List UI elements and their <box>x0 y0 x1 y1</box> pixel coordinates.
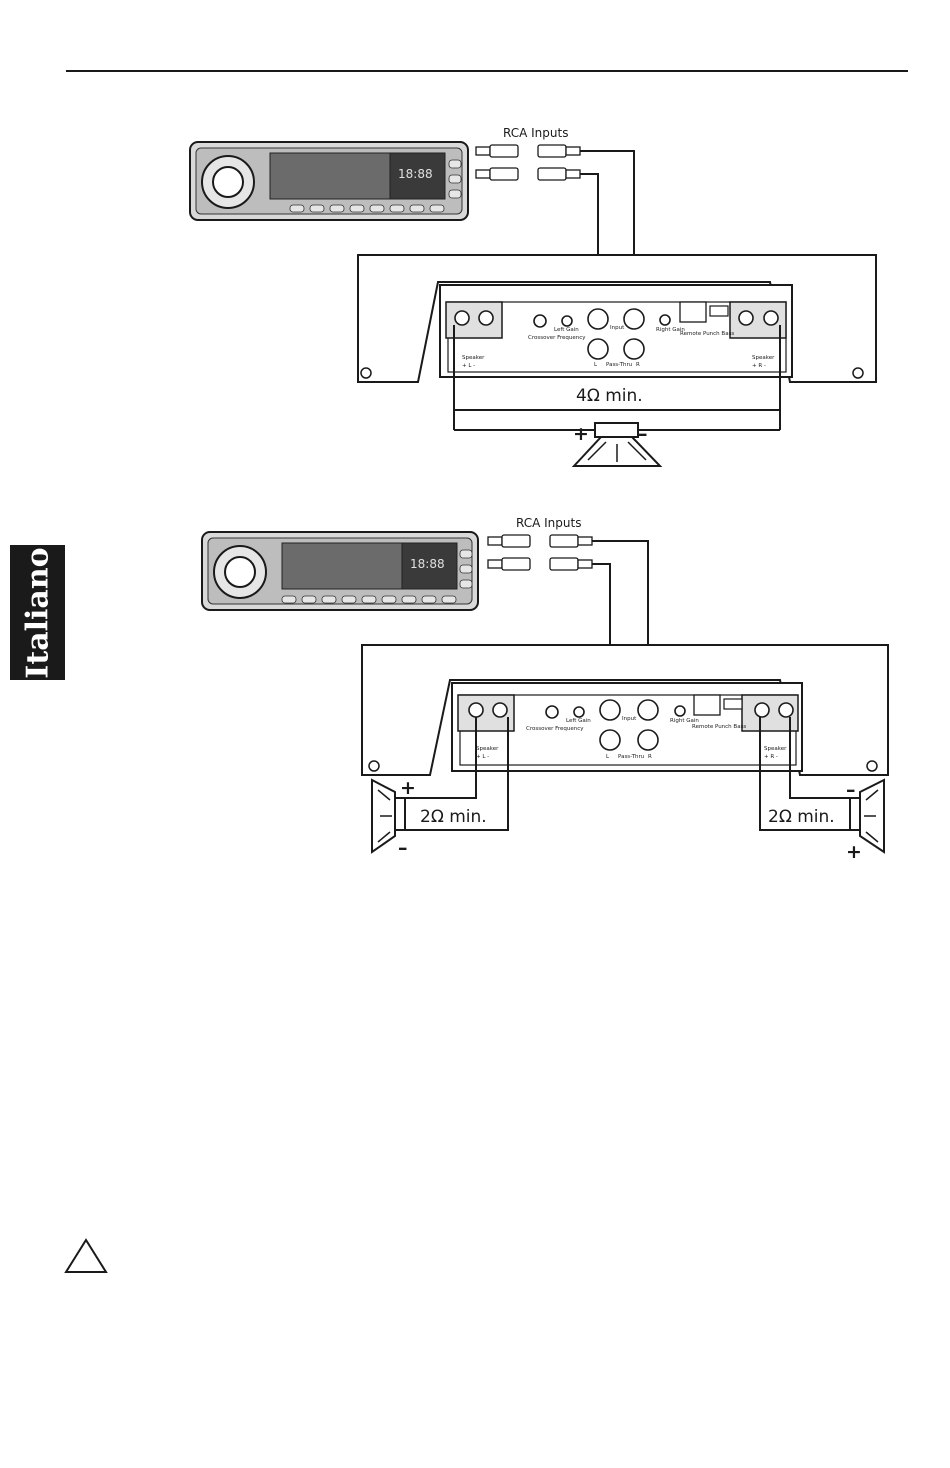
impedance-label: 4Ω min. <box>576 386 643 406</box>
rca-inputs-label: RCA Inputs <box>503 126 568 140</box>
input-label: Input <box>610 325 625 331</box>
speaker-left-label: Speaker <box>476 746 499 752</box>
rca-connectors <box>488 535 592 570</box>
speaker-left-polarity: + L - <box>462 363 475 369</box>
impedance-right-label: 2Ω min. <box>768 807 835 827</box>
left-minus-sign: – <box>398 837 408 859</box>
pass-thru-r-label: R <box>636 362 640 368</box>
right-plus-sign: + <box>846 841 862 863</box>
speaker-right-label: Speaker <box>764 746 787 752</box>
impedance-left-label: 2Ω min. <box>420 807 487 827</box>
left-gain-label: Left Gain <box>554 327 579 333</box>
wiring-diagram-stereo: 18:88 RCA Inputs <box>0 505 950 870</box>
left-gain-label: Left Gain <box>566 718 591 724</box>
speaker-right-polarity: + R - <box>764 754 778 760</box>
pass-thru-label: Pass-Thru <box>618 754 644 760</box>
display-panel <box>270 153 390 199</box>
rca-inputs-label: RCA Inputs <box>516 516 581 530</box>
input-label: Input <box>622 716 637 722</box>
pass-thru-label: Pass-Thru <box>606 362 632 368</box>
left-plus-sign: + <box>400 777 416 799</box>
remote-punch-bass-label: Remote Punch Bass <box>692 724 746 730</box>
crossover-label: Crossover Frequency <box>526 726 584 732</box>
rca-connectors <box>476 145 580 180</box>
head-unit: 18:88 <box>190 142 468 220</box>
speaker-left-polarity: + L - <box>476 754 489 760</box>
remote-punch-bass-label: Remote Punch Bass <box>680 331 734 337</box>
wiring-diagram-bridged: 18:88 RCA Inputs <box>0 115 950 485</box>
head-unit: 18:88 <box>202 532 478 610</box>
warning-triangle-icon <box>64 1238 108 1274</box>
speaker-right-label: Speaker <box>752 355 775 361</box>
rca-cables <box>592 541 648 662</box>
subwoofer-icon <box>454 423 780 466</box>
sub-minus-sign: – <box>638 423 648 445</box>
speaker-right-polarity: + R - <box>752 363 766 369</box>
pass-thru-r-label: R <box>648 754 652 760</box>
svg-text:18:88: 18:88 <box>410 557 445 571</box>
rca-cables <box>580 151 634 268</box>
header-rule <box>66 70 908 72</box>
right-minus-sign: – <box>846 779 856 801</box>
sub-plus-sign: + <box>573 423 589 445</box>
crossover-label: Crossover Frequency <box>528 335 586 341</box>
svg-text:18:88: 18:88 <box>398 167 433 181</box>
display-panel <box>282 543 402 589</box>
speaker-left-label: Speaker <box>462 355 485 361</box>
